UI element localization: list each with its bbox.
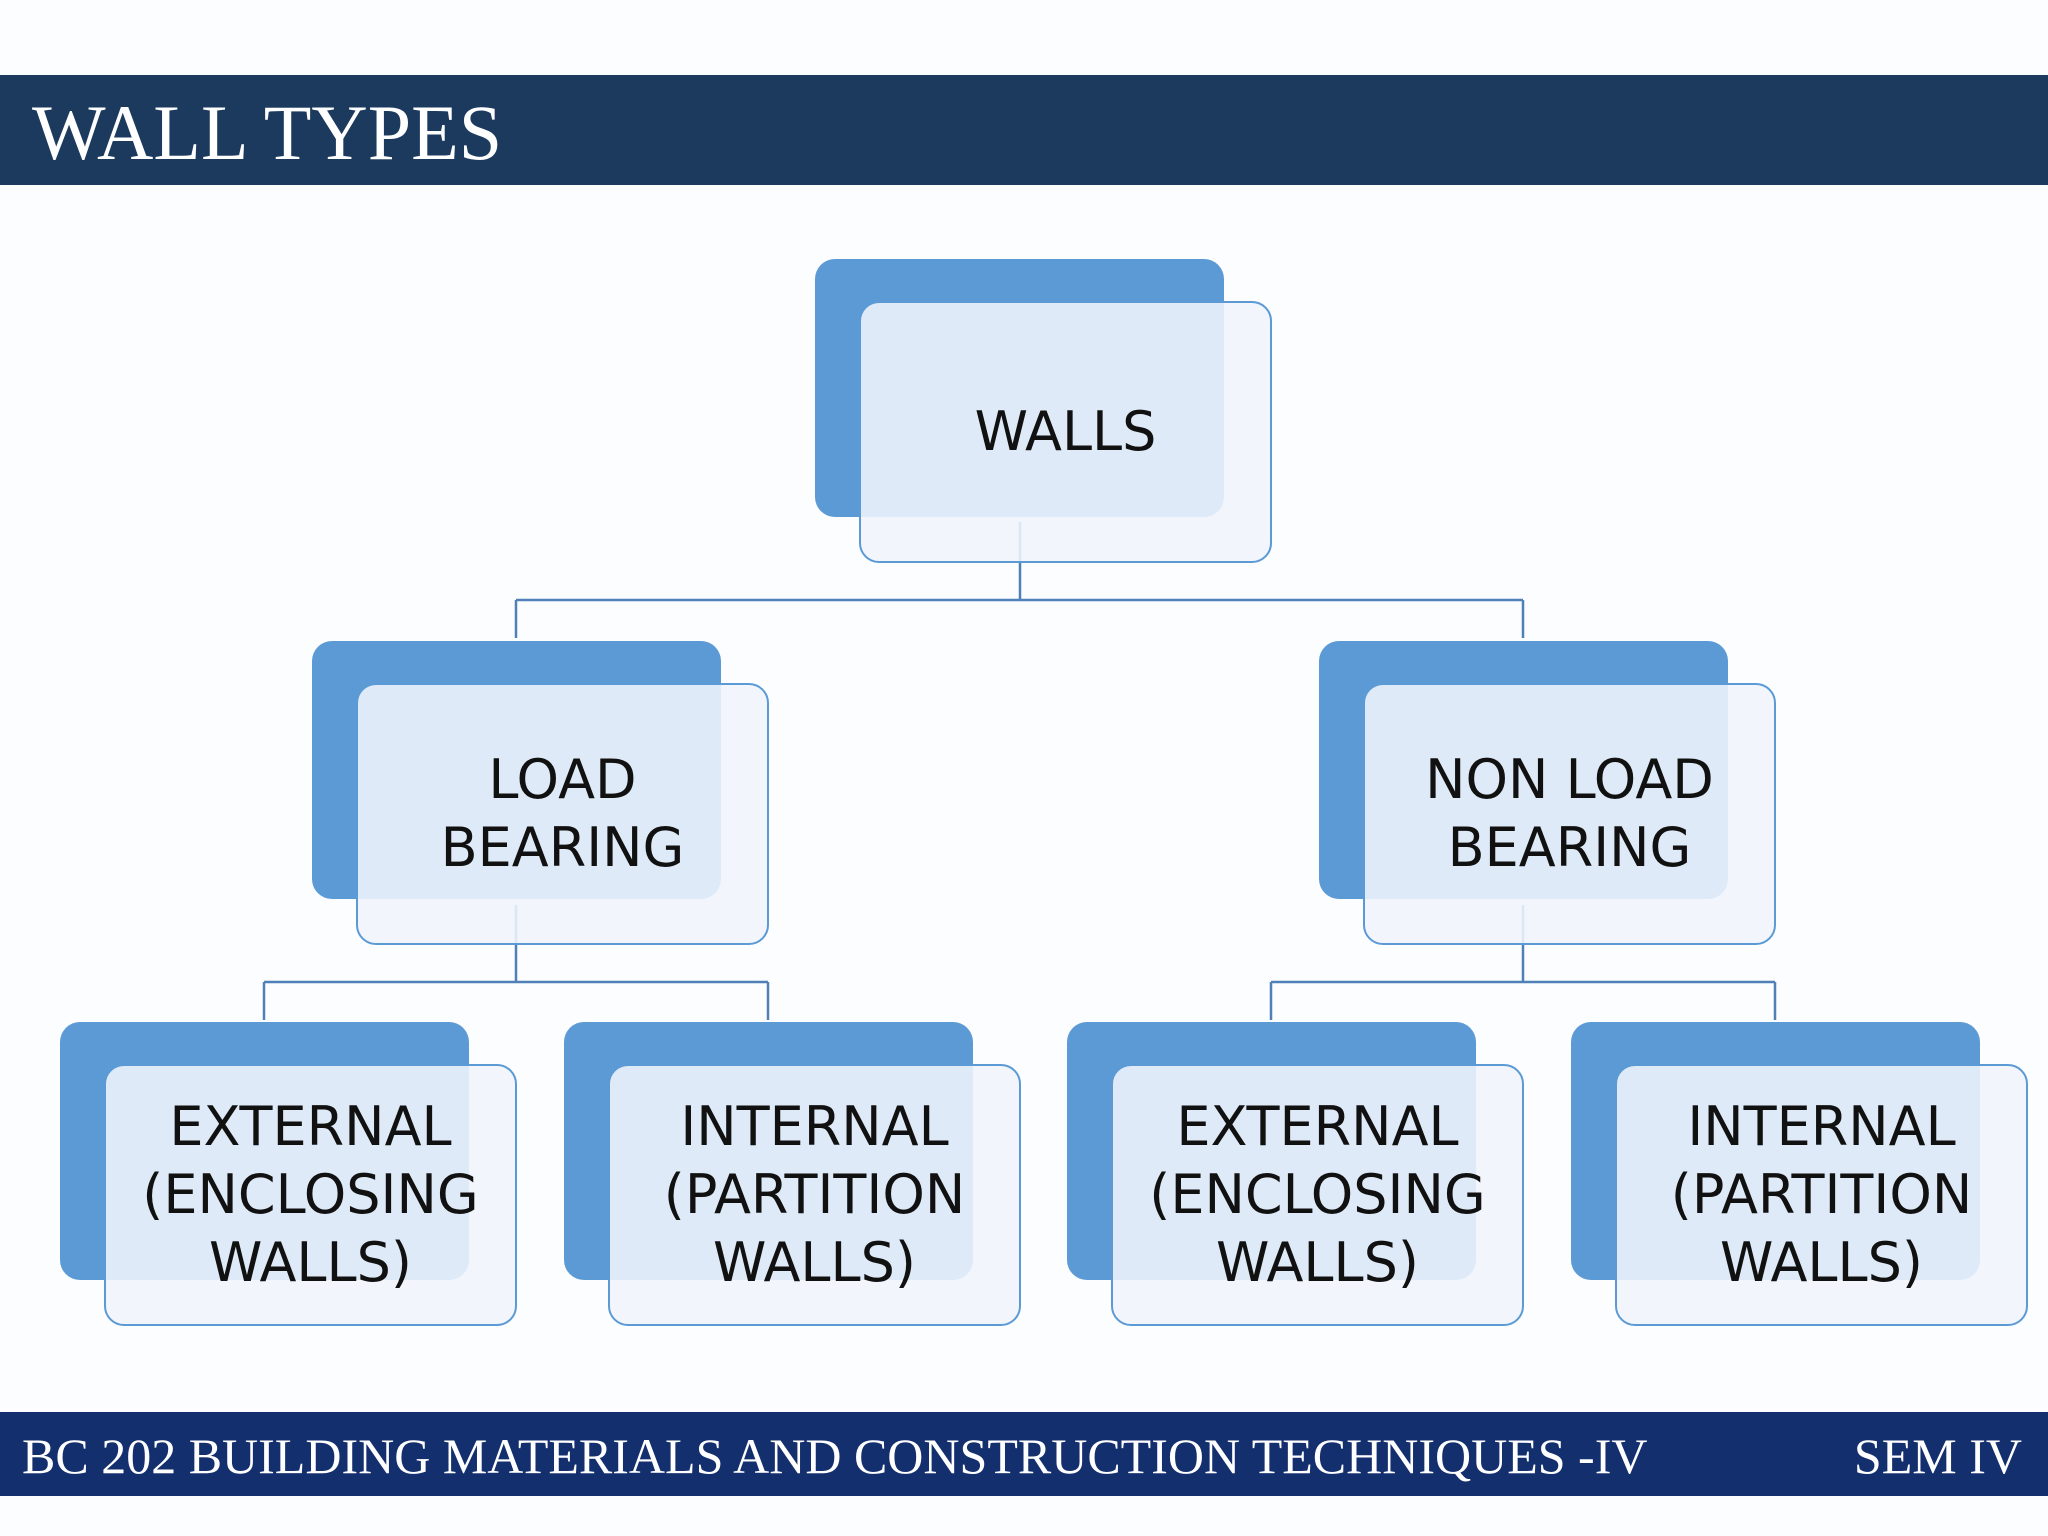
slide-title: WALL TYPES <box>32 89 503 176</box>
footer-course-title: BC 202 BUILDING MATERIALS AND CONSTRUCTI… <box>22 1428 1648 1484</box>
node-load-bearing-label: LOAD BEARING <box>440 748 685 879</box>
node-lb-internal-box <box>608 1064 1021 1326</box>
node-nlb-external-box <box>1111 1064 1524 1326</box>
node-lb-external-label: EXTERNAL (ENCLOSING WALLS) <box>142 1095 479 1294</box>
header-bar <box>0 75 2048 185</box>
node-nlb-internal-box <box>1615 1064 2028 1326</box>
footer-bar <box>0 1412 2048 1496</box>
node-lb-external-box <box>104 1064 517 1326</box>
node-load-bearing-box <box>356 683 769 945</box>
node-nlb-external-label: EXTERNAL (ENCLOSING WALLS) <box>1149 1095 1486 1294</box>
node-nlb-internal-label: INTERNAL (PARTITION WALLS) <box>1670 1095 1973 1294</box>
node-walls-box <box>859 301 1272 563</box>
node-lb-internal-label: INTERNAL (PARTITION WALLS) <box>663 1095 966 1294</box>
node-non-load-bearing-box <box>1363 683 1776 945</box>
node-non-load-bearing-label: NON LOAD BEARING <box>1425 748 1714 879</box>
footer-semester: SEM IV <box>1853 1428 2022 1484</box>
node-walls-label: WALLS <box>974 400 1157 463</box>
